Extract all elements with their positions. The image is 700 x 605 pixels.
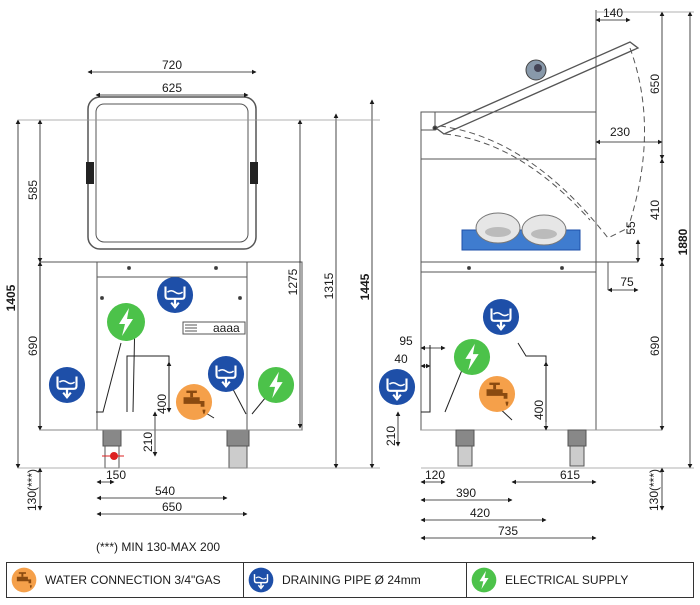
dim-400-side: 400 bbox=[532, 400, 546, 420]
legend-electric-label: ELECTRICAL SUPPLY bbox=[505, 573, 629, 587]
dim-420: 420 bbox=[470, 506, 490, 520]
dim-95: 95 bbox=[399, 334, 413, 348]
dim-690-front: 690 bbox=[26, 336, 40, 356]
dim-735: 735 bbox=[498, 524, 518, 538]
side-drain-icon-top bbox=[482, 298, 520, 336]
dim-400-front: 400 bbox=[155, 394, 169, 414]
dim-230: 230 bbox=[610, 125, 630, 139]
dim-130-side: 130(***) bbox=[647, 469, 661, 511]
dim-650: 650 bbox=[162, 500, 182, 514]
dim-1275: 1275 bbox=[286, 268, 300, 295]
front-water-icon bbox=[175, 383, 213, 421]
control-panel bbox=[182, 321, 246, 335]
dim-1315: 1315 bbox=[322, 272, 336, 299]
front-drain-icon-top bbox=[156, 276, 194, 314]
dim-210-side: 210 bbox=[384, 426, 398, 446]
dim-55: 55 bbox=[624, 221, 638, 235]
dim-150: 150 bbox=[106, 468, 126, 482]
legend: WATER CONNECTION 3/4"GAS DRAINING PIPE Ø… bbox=[6, 562, 694, 598]
dim-1445: 1445 bbox=[358, 273, 372, 300]
side-water-icon bbox=[478, 375, 516, 413]
control-panel-display: aaaa bbox=[213, 321, 240, 335]
legend-water-label: WATER CONNECTION 3/4"GAS bbox=[45, 573, 221, 587]
front-foot-left bbox=[102, 429, 122, 447]
side-dimension-labels: 140 650 230 410 1880 55 75 690 95 40 400… bbox=[384, 6, 690, 538]
dim-1405: 1405 bbox=[4, 284, 18, 311]
dim-40: 40 bbox=[394, 352, 408, 366]
dim-210-front: 210 bbox=[141, 432, 155, 452]
legend-water: WATER CONNECTION 3/4"GAS bbox=[7, 563, 244, 597]
dim-690-side: 690 bbox=[648, 336, 662, 356]
dim-540: 540 bbox=[155, 484, 175, 498]
dim-625: 625 bbox=[162, 81, 182, 95]
dim-140: 140 bbox=[603, 6, 623, 20]
dim-720: 720 bbox=[162, 58, 182, 72]
dim-390: 390 bbox=[456, 486, 476, 500]
drain-pipe-icon bbox=[248, 567, 274, 593]
lightning-icon bbox=[471, 567, 497, 593]
footnote: (***) MIN 130-MAX 200 bbox=[96, 540, 221, 554]
front-foot-right bbox=[226, 429, 250, 447]
legend-drain: DRAINING PIPE Ø 24mm bbox=[244, 563, 467, 597]
legend-electric: ELECTRICAL SUPPLY bbox=[467, 563, 693, 597]
dim-1880: 1880 bbox=[676, 228, 690, 255]
legend-drain-label: DRAINING PIPE Ø 24mm bbox=[282, 573, 421, 587]
dim-75: 75 bbox=[620, 275, 634, 289]
front-dimension-labels: 720 625 585 1405 690 1275 1315 1445 400 … bbox=[4, 58, 372, 514]
front-electric-icon-left bbox=[107, 303, 145, 341]
dim-130-front: 130(***) bbox=[25, 469, 39, 511]
front-drain-icon-left bbox=[48, 366, 86, 404]
dim-650-side: 650 bbox=[648, 74, 662, 94]
side-drain-icon-left bbox=[378, 368, 416, 406]
dim-120: 120 bbox=[425, 468, 445, 482]
side-electric-icon bbox=[453, 338, 491, 376]
dim-615: 615 bbox=[560, 468, 580, 482]
faucet-icon bbox=[11, 567, 37, 593]
front-electric-icon-right bbox=[257, 366, 295, 404]
side-view bbox=[420, 10, 662, 467]
dim-585: 585 bbox=[26, 180, 40, 200]
front-drain-icon-right bbox=[207, 355, 245, 393]
dim-410: 410 bbox=[648, 200, 662, 220]
